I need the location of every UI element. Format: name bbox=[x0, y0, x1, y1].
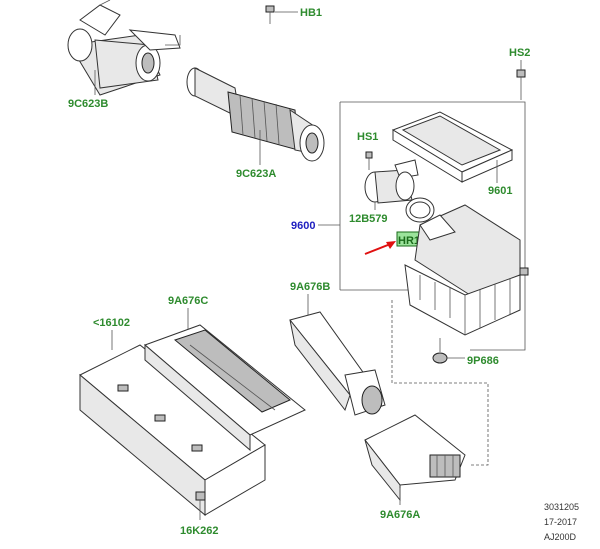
reference-line-2: 17-2017 bbox=[544, 517, 577, 527]
label-9600: 9600 bbox=[291, 220, 315, 232]
label-16102: <16102 bbox=[93, 317, 130, 329]
duct-9a676a[interactable] bbox=[364, 414, 466, 502]
screw-hs1[interactable] bbox=[365, 151, 373, 170]
label-hr1: HR1 bbox=[398, 235, 420, 247]
hose-9c623a[interactable] bbox=[186, 67, 325, 162]
label-12b579: 12B579 bbox=[349, 213, 388, 225]
seal-12b579[interactable] bbox=[405, 197, 435, 223]
mass-air-flow-housing[interactable] bbox=[364, 159, 419, 204]
label-9c623a: 9C623A bbox=[236, 168, 276, 180]
label-9p686: 9P686 bbox=[467, 355, 499, 367]
filter-element-9601[interactable] bbox=[391, 111, 514, 183]
deflector-16102[interactable] bbox=[79, 344, 266, 517]
red-arrow-icon bbox=[364, 241, 396, 255]
reference-line-3: AJ200D bbox=[544, 532, 577, 542]
label-9a676a: 9A676A bbox=[380, 509, 420, 521]
label-9a676c: 9A676C bbox=[168, 295, 208, 307]
grommet-9p686[interactable] bbox=[432, 338, 448, 364]
reference-line-1: 3031205 bbox=[544, 502, 579, 512]
panel-9a676c[interactable] bbox=[144, 324, 306, 452]
duct-9a676b[interactable] bbox=[289, 311, 386, 416]
label-hs2: HS2 bbox=[509, 47, 530, 59]
intake-duct-9c623b[interactable] bbox=[67, 0, 181, 96]
label-9a676b: 9A676B bbox=[290, 281, 330, 293]
air-cleaner-box[interactable] bbox=[404, 204, 529, 336]
label-16k262: 16K262 bbox=[180, 525, 219, 537]
label-hb1: HB1 bbox=[300, 7, 322, 19]
label-9601: 9601 bbox=[488, 185, 512, 197]
assembly-boundary bbox=[340, 101, 526, 351]
label-hs1: HS1 bbox=[357, 131, 378, 143]
bolt-hb1[interactable] bbox=[265, 5, 275, 24]
clip-16k262[interactable] bbox=[195, 491, 206, 520]
screw-hs2[interactable] bbox=[516, 69, 526, 100]
label-9c623b: 9C623B bbox=[68, 98, 108, 110]
